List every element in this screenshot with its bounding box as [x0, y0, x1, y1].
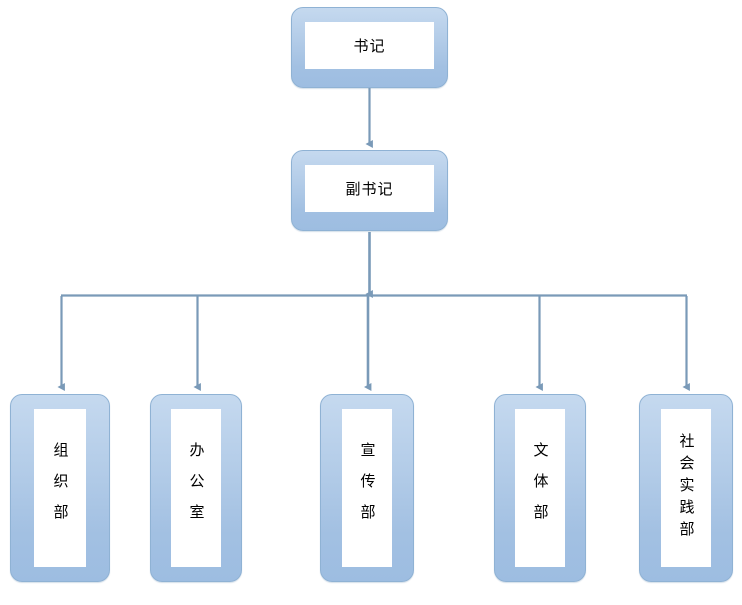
org-node-inner-plate: 社会实践部: [661, 409, 711, 567]
org-node-deputy-secretary[interactable]: 副书记: [291, 150, 448, 231]
org-node-inner-plate: 文体部: [515, 409, 565, 567]
org-node-social-practice-department[interactable]: 社会实践部: [639, 394, 733, 582]
org-node-office[interactable]: 办公室: [150, 394, 242, 582]
org-node-label-propaganda-department: 宣传部: [358, 441, 377, 535]
org-node-inner-plate: 宣传部: [342, 409, 392, 567]
org-node-inner-plate: 组织部: [34, 409, 86, 567]
org-node-label-secretary: 书记: [353, 36, 386, 55]
org-node-secretary[interactable]: 书记: [291, 7, 448, 88]
org-node-inner-plate: 办公室: [171, 409, 221, 567]
org-node-label-culture-sports-department: 文体部: [531, 441, 550, 535]
org-node-culture-sports-department[interactable]: 文体部: [494, 394, 586, 582]
org-node-label-deputy-secretary: 副书记: [345, 179, 394, 198]
org-node-label-social-practice-department: 社会实践部: [677, 433, 696, 543]
org-node-organization-department[interactable]: 组织部: [10, 394, 110, 582]
org-node-label-office: 办公室: [187, 441, 206, 535]
org-node-inner-plate: 副书记: [305, 165, 434, 212]
org-node-inner-plate: 书记: [305, 22, 434, 69]
org-node-propaganda-department[interactable]: 宣传部: [320, 394, 414, 582]
org-node-label-organization-department: 组织部: [51, 441, 70, 535]
